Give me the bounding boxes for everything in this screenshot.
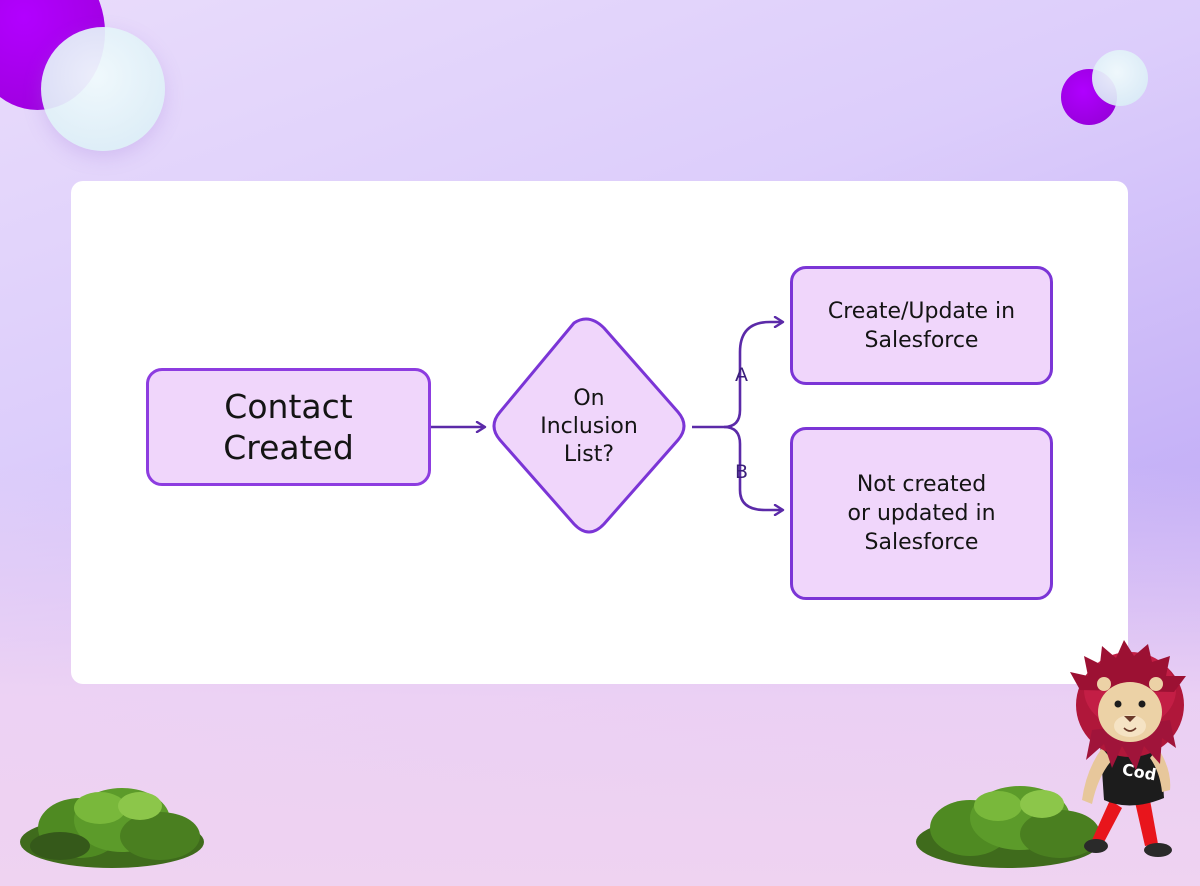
branch-label-a: A [735, 364, 748, 386]
decorative-glass-bubble-top-right [1092, 50, 1148, 106]
arrow-branch-b [723, 425, 782, 510]
node-not-created-label: Not created or updated in Salesforce [847, 472, 996, 555]
node-create-update-label: Create/Update in Salesforce [827, 298, 1016, 353]
node-create-update: Create/Update in Salesforce [790, 266, 1053, 385]
decision-node-label: On Inclusion List? [540, 385, 638, 467]
decorative-glass-bubble-top-left [41, 27, 165, 151]
shrub-right [916, 786, 1100, 868]
node-contact-created: Contact Created [146, 368, 431, 486]
decision-node: On Inclusion List? [509, 339, 669, 514]
diamond-shape [492, 317, 686, 534]
branch-label-b: B [735, 461, 749, 483]
shrub-left [20, 788, 204, 868]
node-not-created: Not created or updated in Salesforce [790, 427, 1053, 600]
node-contact-created-label: Contact Created [223, 387, 354, 467]
arrow-branch-a [723, 322, 782, 429]
